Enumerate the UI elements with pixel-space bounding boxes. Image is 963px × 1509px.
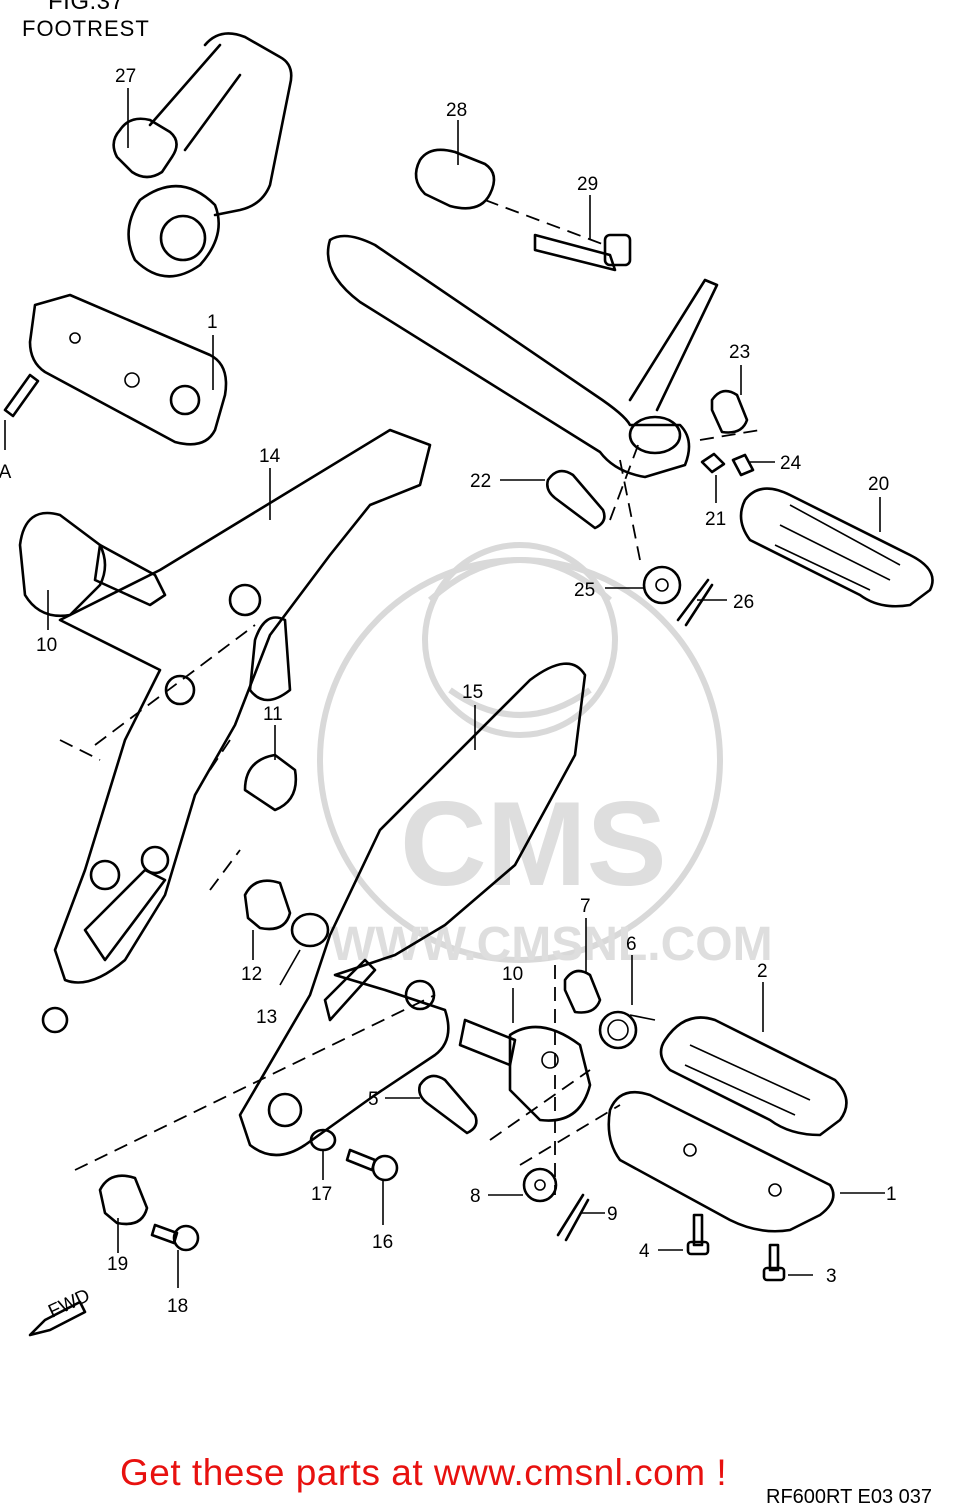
fwd-label: FWD <box>45 1285 93 1322</box>
callout-6: 6 <box>626 934 637 955</box>
part-small-collar-23 <box>710 389 749 434</box>
part-pin-5 <box>418 1074 478 1135</box>
callout-12: 12 <box>241 964 262 985</box>
callout-11: 11 <box>263 704 283 725</box>
callout-16: 16 <box>372 1232 393 1253</box>
callout-22: 22 <box>470 471 491 492</box>
part-bolt-3a <box>3 373 40 418</box>
part-bolt-3 <box>762 1243 786 1282</box>
part-nut-12 <box>243 879 292 931</box>
part-pivot-10-upper <box>18 511 167 618</box>
callout-9: 9 <box>607 1204 618 1225</box>
part-collar-19 <box>98 1174 149 1226</box>
part-cotter-pin-26 <box>676 578 714 627</box>
part-washer-8 <box>522 1167 558 1203</box>
part-footpeg-rubber-2 <box>659 1016 848 1137</box>
watermark-logo-text: CMS <box>400 777 667 911</box>
callout-26: 26 <box>733 592 754 613</box>
callout-14: 14 <box>259 446 281 467</box>
callout-15: 15 <box>462 682 483 703</box>
callout-5: 5 <box>368 1089 379 1110</box>
part-pin-22 <box>546 469 606 530</box>
part-washer-13 <box>290 912 330 948</box>
part-bolt-18 <box>150 1223 200 1252</box>
part-rear-bracket-right <box>326 148 719 479</box>
part-spring-6 <box>598 1010 656 1050</box>
part-bolt-4 <box>686 1213 710 1256</box>
part-bolt-16 <box>345 1148 399 1182</box>
callout-10-lower: 10 <box>502 964 523 985</box>
part-footpeg-20 <box>739 487 934 608</box>
part-frame-bracket-14 <box>41 428 432 1034</box>
callout-18: 18 <box>167 1296 188 1317</box>
part-footrest-bracket-upper <box>28 293 228 446</box>
callout-3: 3 <box>826 1266 837 1287</box>
callout-10-upper: 10 <box>36 635 57 656</box>
footer-link[interactable]: Get these parts at www.cmsnl.com ! <box>120 1452 728 1493</box>
watermark-url-text: WWW.CMSNL.COM <box>330 918 773 971</box>
callout-3a: 3A <box>0 462 12 483</box>
part-bolt-29 <box>533 233 632 272</box>
part-collar-7 <box>563 969 602 1014</box>
part-washer-25 <box>642 565 682 605</box>
callout-8: 8 <box>470 1186 481 1207</box>
fwd-arrow-icon: FWD <box>28 1285 93 1337</box>
callout-labels: 27 28 29 1 3A 23 24 22 21 20 14 10 25 26… <box>0 66 897 1317</box>
figure-title: FIG.37 <box>48 0 125 15</box>
part-pivot-10-lower <box>458 1018 592 1122</box>
callout-25: 25 <box>574 580 595 601</box>
diagram-code: RF600RT E03 037 <box>766 1486 933 1508</box>
callout-17: 17 <box>311 1184 332 1205</box>
part-footrest-bracket-lower <box>607 1090 835 1233</box>
callout-7: 7 <box>580 896 591 917</box>
callout-1-upper: 1 <box>207 312 218 333</box>
part-nut-11 <box>243 753 298 812</box>
leader-lines <box>4 88 885 1288</box>
callout-28: 28 <box>446 100 467 121</box>
callout-2: 2 <box>757 961 768 982</box>
part-cotter-pin-9 <box>556 1193 590 1242</box>
callout-1-lower: 1 <box>886 1184 897 1205</box>
page-subtitle: FOOTREST <box>22 16 150 41</box>
watermark-logo: CMS WWW.CMSNL.COM <box>317 542 773 971</box>
callout-21: 21 <box>705 509 726 530</box>
callout-29: 29 <box>577 174 598 195</box>
callout-13: 13 <box>256 1007 277 1028</box>
callout-20: 20 <box>868 474 889 495</box>
callout-24: 24 <box>780 453 802 474</box>
callout-19: 19 <box>107 1254 128 1275</box>
callout-23: 23 <box>729 342 750 363</box>
part-rear-bracket-left <box>112 32 293 278</box>
callout-27: 27 <box>115 66 136 87</box>
callout-4: 4 <box>639 1241 650 1262</box>
part-washer-21-24 <box>700 452 755 477</box>
